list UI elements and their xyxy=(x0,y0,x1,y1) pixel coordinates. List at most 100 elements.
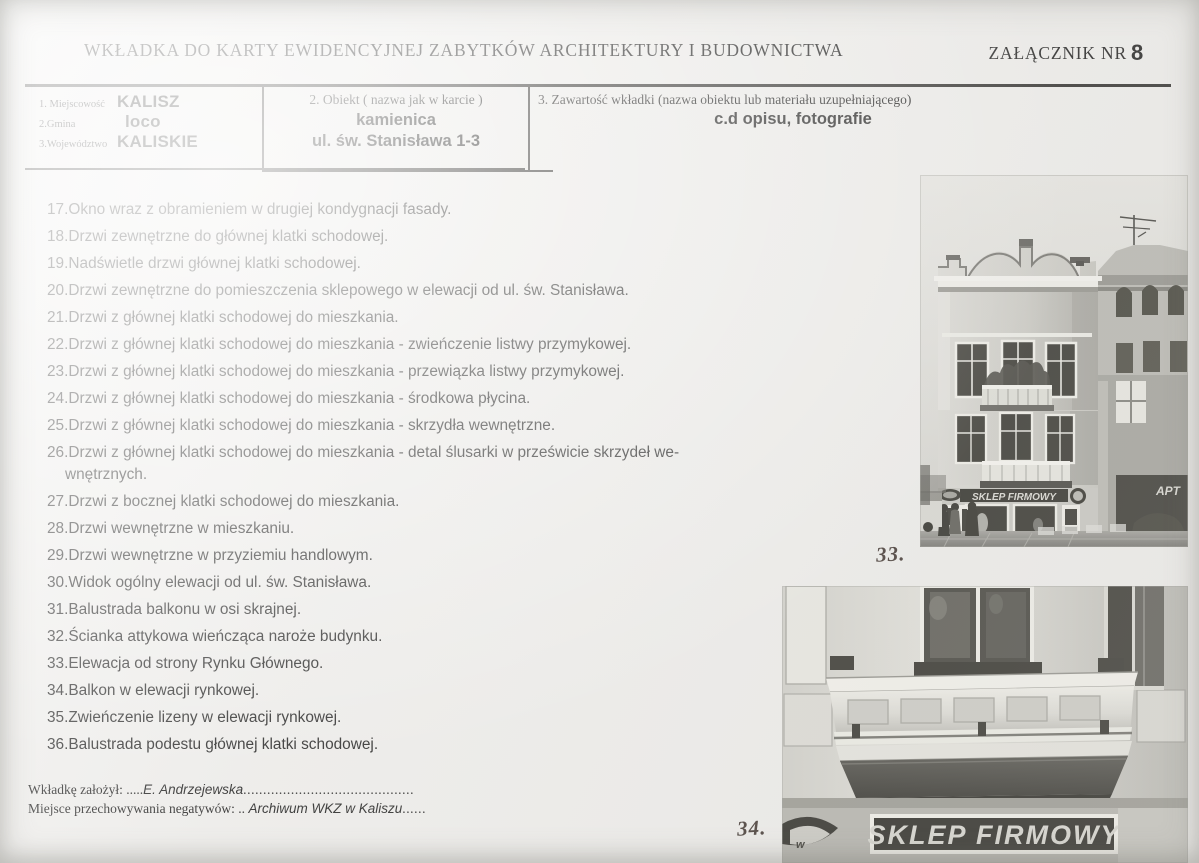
list-item-text: Balkon w elewacji rynkowej. xyxy=(68,682,260,699)
list-item-text: Elewacja od strony Rynku Głównego. xyxy=(68,655,324,672)
object-address: ul. św. Stanisława 1-3 xyxy=(311,132,481,150)
list-item-continuation: wnętrznych. xyxy=(47,466,807,484)
list-item: 32. Ścianka attykowa wieńcząca naroże bu… xyxy=(47,628,807,646)
list-item-text: Drzwi zewnętrzne do pomieszczenia sklepo… xyxy=(68,282,629,299)
list-item-text: Drzwi wewnętrzne w przyziemiu handlowym. xyxy=(68,547,373,564)
header-table: 1. Miejscowość KALISZ 2.Gmina loco 3.Woj… xyxy=(25,84,1171,172)
list-item-number: 23. xyxy=(47,363,69,380)
list-item-number: 19. xyxy=(47,255,69,272)
list-item: 34. Balkon w elewacji rynkowej. xyxy=(47,682,807,700)
list-item-number: 29. xyxy=(47,547,69,564)
list-item-number: 18. xyxy=(47,228,69,245)
page-title: WKŁADKA DO KARTY EWIDENCYJNEJ ZABYTKÓW A… xyxy=(84,40,844,60)
list-item: 30. Widok ogólny elewacji od ul. św. Sta… xyxy=(47,574,807,592)
list-item: 21. Drzwi z głównej klatki schodowej do … xyxy=(47,309,807,327)
list-item: 22. Drzwi z głównej klatki schodowej do … xyxy=(47,336,807,354)
footer-row-author: Wkładkę założył: .....E. Andrzejewska...… xyxy=(28,780,426,799)
list-item: 18. Drzwi zewnętrzne do głównej klatki s… xyxy=(47,228,807,246)
location-label-miejscowosc: 1. Miejscowość xyxy=(39,99,105,110)
list-item-text: Drzwi z głównej klatki schodowej do mies… xyxy=(68,363,625,380)
list-item-text: Balustrada balkonu w osi skrajnej. xyxy=(68,601,302,618)
list-item-number: 35. xyxy=(47,709,69,726)
list-item-number: 24. xyxy=(47,390,69,407)
list-item: 27. Drzwi z bocznej klatki schodowej do … xyxy=(47,493,807,511)
table-top-rule xyxy=(25,84,1171,87)
photo-emblem-letter: w xyxy=(796,839,806,851)
list-item-text: Nadświetle drzwi głównej klatki schodowe… xyxy=(68,255,361,272)
list-item-number: 21. xyxy=(47,309,69,326)
contents-heading: 3. Zawartość wkładki (nazwa obiektu lub … xyxy=(538,92,912,107)
list-item-text: Widok ogólny elewacji od ul. św. Stanisł… xyxy=(68,574,372,591)
photo-balcony-market-elevation: SKLEP FIRMOWY w xyxy=(782,586,1188,863)
photo-sklep-firmowy-sign: SKLEP FIRMOWY xyxy=(868,820,1122,850)
photo-facade-market-square: SKLEP FIRMOWY xyxy=(920,175,1188,547)
list-item-number: 36. xyxy=(47,736,69,753)
list-item-number: 34. xyxy=(47,682,69,699)
list-item-number: 20. xyxy=(47,282,69,299)
list-item: 20. Drzwi zewnętrzne do pomieszczenia sk… xyxy=(47,282,807,300)
list-item-text: Drzwi z głównej klatki schodowej do mies… xyxy=(68,309,399,326)
annex-number: 8 xyxy=(1130,40,1144,65)
list-item-text: Drzwi zewnętrzne do głównej klatki schod… xyxy=(68,228,389,245)
location-value-miejscowosc: KALISZ xyxy=(117,92,180,111)
location-label-wojewodztwo: 3.Województwo xyxy=(39,139,108,150)
footer-negatives-label: Miejsce przechowywania negatywów: .. xyxy=(28,801,249,816)
location-label-gmina: 2.Gmina xyxy=(39,119,76,130)
photo-neighbour-sign-text: APT xyxy=(1155,484,1182,498)
list-item-text: Balustrada podestu głównej klatki schodo… xyxy=(68,736,379,753)
list-item: 25. Drzwi z głównej klatki schodowej do … xyxy=(47,417,807,435)
footer-author-label: Wkładkę założył: ..... xyxy=(28,782,144,797)
list-item-text: Zwieńczenie lizeny w elewacji rynkowej. xyxy=(68,709,342,726)
list-item-text: Drzwi z głównej klatki schodowej do mies… xyxy=(68,444,680,461)
list-item-text: Ścianka attykowa wieńcząca naroże budynk… xyxy=(68,628,383,645)
footer-negatives-value: Archiwum WKZ w Kaliszu xyxy=(248,801,403,816)
location-row-gmina: 2.Gmina loco xyxy=(39,112,259,132)
table-divider-1 xyxy=(262,87,264,172)
photo-shop-sign-text: SKLEP FIRMOWY xyxy=(972,492,1057,503)
table-bottom-rule-middle xyxy=(262,170,553,172)
list-item: 28. Drzwi wewnętrzne w mieszkaniu. xyxy=(47,520,807,538)
list-item-text: Drzwi z głównej klatki schodowej do mies… xyxy=(68,336,632,353)
list-item-text: Okno wraz z obramieniem w drugiej kondyg… xyxy=(68,201,452,218)
list-item-text: Drzwi z bocznej klatki schodowej do mies… xyxy=(68,493,400,510)
photo-facade-graphic: SKLEP FIRMOWY xyxy=(920,175,1188,547)
footer-author-dots: ........................................… xyxy=(243,782,415,797)
annex-label-text: ZAŁĄCZNIK NR xyxy=(988,43,1127,63)
footer-negatives-dots: ...... xyxy=(402,801,427,816)
list-item: 23. Drzwi z głównej klatki schodowej do … xyxy=(47,363,807,381)
list-item: 24. Drzwi z głównej klatki schodowej do … xyxy=(47,390,807,408)
list-item-number: 30. xyxy=(47,574,69,591)
table-cell-object: 2. Obiekt ( nazwa jak w karcie ) kamieni… xyxy=(270,92,522,152)
table-cell-location: 1. Miejscowość KALISZ 2.Gmina loco 3.Woj… xyxy=(39,92,259,152)
location-value-wojewodztwo: KALISKIE xyxy=(117,132,198,151)
photo-caption-number-33: 33. xyxy=(875,541,906,567)
list-item: 29. Drzwi wewnętrzne w przyziemiu handlo… xyxy=(47,547,807,565)
list-item-number: 26. xyxy=(47,444,69,461)
list-item-number: 31. xyxy=(47,601,69,618)
list-item: 35. Zwieńczenie lizeny w elewacji rynkow… xyxy=(47,709,807,727)
contents-value: c.d opisu, fotografie xyxy=(714,110,872,128)
list-item: 36. Balustrada podestu głównej klatki sc… xyxy=(47,736,807,754)
list-item-text: Drzwi z głównej klatki schodowej do mies… xyxy=(68,390,531,407)
list-item: 31. Balustrada balkonu w osi skrajnej. xyxy=(47,601,807,619)
table-divider-2 xyxy=(528,87,530,172)
object-name: kamienica xyxy=(356,111,436,129)
photo-balcony-graphic: SKLEP FIRMOWY w xyxy=(782,586,1188,863)
list-item-number: 25. xyxy=(47,417,69,434)
footer: Wkładkę założył: .....E. Andrzejewska...… xyxy=(28,780,426,818)
list-item-number: 17. xyxy=(47,201,69,218)
list-item-number: 32. xyxy=(47,628,69,645)
list-item-number: 27. xyxy=(47,493,69,510)
location-row-miejscowosc: 1. Miejscowość KALISZ xyxy=(39,92,259,112)
list-item: 26. Drzwi z głównej klatki schodowej do … xyxy=(47,444,807,462)
object-heading: 2. Obiekt ( nazwa jak w karcie ) xyxy=(309,92,483,107)
location-row-wojewodztwo: 3.Województwo KALISKIE xyxy=(39,132,259,152)
list-item: 17. Okno wraz z obramieniem w drugiej ko… xyxy=(47,201,807,219)
list-item-number: 28. xyxy=(47,520,69,537)
list-item-number: 33. xyxy=(47,655,69,672)
list-item-number: 22. xyxy=(47,336,69,353)
footer-row-negatives: Miejsce przechowywania negatywów: .. Arc… xyxy=(28,799,426,818)
photo-index-list: 17. Okno wraz z obramieniem w drugiej ko… xyxy=(47,201,807,763)
